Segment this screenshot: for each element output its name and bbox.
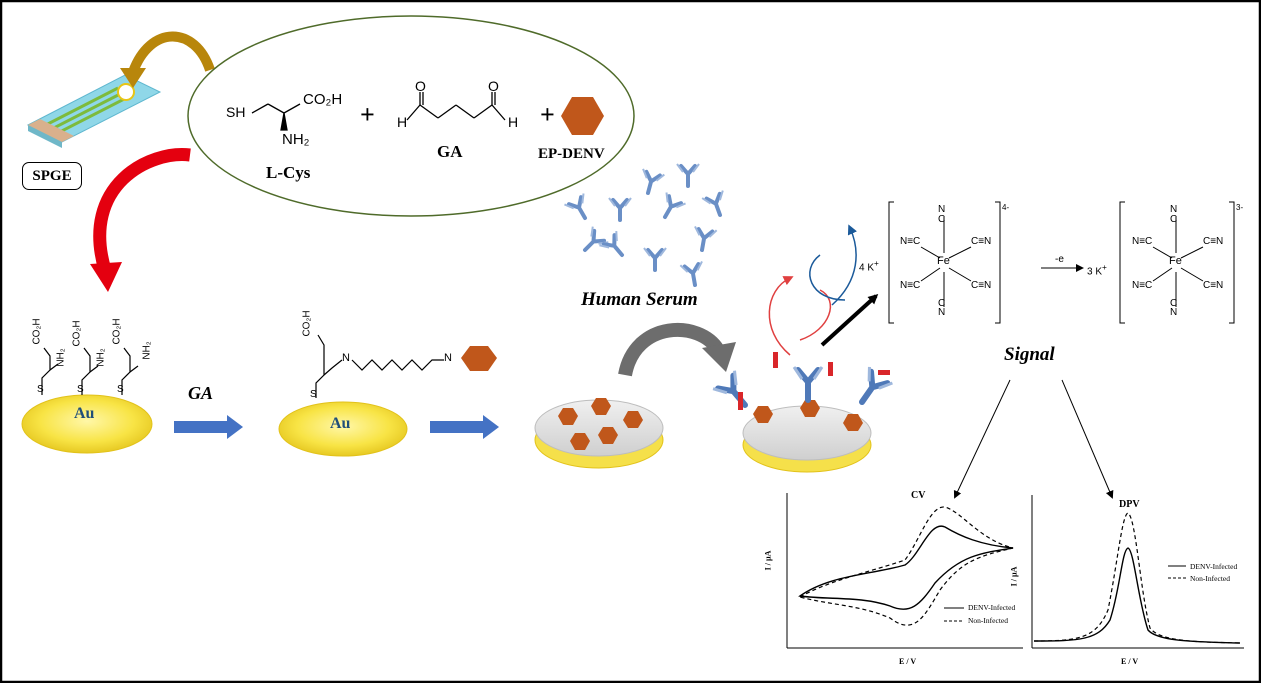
cn-bottom-2: C [1170,298,1178,309]
ga-arrow-label: GA [188,383,214,403]
cn-ur-1: C≡N [971,236,992,247]
dpv-series-non-infected [1033,512,1241,644]
aldehyde-o-left: O [415,78,426,94]
dpv-title: DPV [1119,499,1140,510]
lcys-structure [251,103,301,131]
black-arrow [820,293,879,347]
curved-arrow-olive [128,31,215,74]
co2h-mono-2: CO₂H [71,320,83,347]
nh2-mono-1: NH₂ [55,348,67,367]
dpv-legend-denv: DENV-Infected [1190,562,1238,571]
redox-cycle [768,224,858,356]
nc-ul-2: N≡C [1132,236,1153,247]
k3-label: 3 K+ [1087,262,1107,278]
cv-xlabel: E / V [899,657,917,666]
sh-text: SH [226,104,246,120]
cv-legend-denv: DENV-Infected [968,603,1016,612]
electrode-strip-icon [26,74,162,148]
cn-lr-2: C≡N [1203,280,1224,291]
plus-sign-1: + [360,100,375,129]
charge-4-label: 4- [1002,203,1010,212]
aldehyde-h-left: H [397,114,408,130]
n-linker-right: N [444,352,452,364]
peptide-hexagon-icon [461,346,497,371]
cv-series-denv-infected [798,525,1014,610]
peptide-hexagons [558,398,643,450]
cn-bottom-n-2: N [1170,307,1178,318]
nh2-mono-2: NH₂ [95,348,107,367]
blue-arrow-1 [174,415,243,439]
nh2-text: NH₂ [282,131,310,148]
co2h-text: CO₂H [303,91,343,108]
ep-denv-label: EP-DENV [538,146,605,162]
s-mono-1: S [37,384,44,395]
signal-arrow-cv [953,379,1011,499]
cn-top-2: N [1170,204,1178,215]
antibody-cloud [562,162,733,289]
ferrocyanide-complex [888,201,1001,324]
ferricyanide-complex [1119,201,1235,324]
peptide-hexagon-icon [561,97,604,135]
nh2-mono-3: NH₂ [141,341,153,360]
cv-chart [786,493,1023,649]
blue-arrow-2 [430,415,499,439]
dpv-legend-non: Non-Infected [1190,574,1230,583]
gold-electrode-icon [278,401,408,457]
plus-sign-2: + [540,100,555,129]
fe-label-1: Fe [937,255,950,267]
human-serum-label: Human Serum [581,289,698,310]
lcys-monolayer [41,347,139,395]
au-label-2: Au [330,415,351,432]
signal-label: Signal [1004,344,1055,365]
cn-top-1: N [938,204,946,215]
cn-top-c-2: C [1170,214,1178,225]
dpv-series-denv-infected [1033,547,1241,644]
au-label-1: Au [74,405,95,422]
co2h-mono-3: CO₂H [111,318,123,345]
electron-label: -e [1055,254,1064,265]
nc-ll-1: N≡C [900,280,921,291]
n-linker-left: N [342,352,350,364]
fe-label-2: Fe [1169,255,1182,267]
co2h-mono-1: CO₂H [31,318,43,345]
charge-3-label: 3- [1236,203,1244,212]
s-mono-3: S [117,384,124,395]
gold-electrode-icon [21,394,153,454]
antibody-bound-electrode [713,352,892,473]
s-linker: S [310,389,317,400]
co2h-linker: CO₂H [301,310,313,337]
ga-linker [315,334,444,398]
cn-bottom-n-1: N [938,307,946,318]
aldehyde-o-right: O [488,78,499,94]
dpv-ylabel: I / µA [1009,566,1019,587]
cv-ylabel: I / µA [763,550,773,571]
lcys-label: L-Cys [266,163,311,182]
cn-bottom-1: C [938,298,946,309]
cn-lr-1: C≡N [971,280,992,291]
s-mono-2: S [77,384,84,395]
curved-arrow-grey [618,323,724,377]
ga-top-label: GA [437,142,463,161]
cv-series-non-infected [798,506,1014,626]
aldehyde-h-right: H [508,114,519,130]
cn-top-c-1: C [938,214,946,225]
k4-label: 4 K+ [859,258,879,274]
ga-structure [406,92,506,121]
cn-ur-2: C≡N [1203,236,1224,247]
spge-label: SPGE [22,162,82,190]
dpv-chart [1031,495,1244,649]
cv-legend-non: Non-Infected [968,616,1008,625]
nc-ul-1: N≡C [900,236,921,247]
nc-ll-2: N≡C [1132,280,1153,291]
cv-title: CV [911,490,926,501]
signal-arrow-dpv [1061,379,1114,499]
curved-arrow-red [93,148,191,272]
dpv-xlabel: E / V [1121,657,1139,666]
